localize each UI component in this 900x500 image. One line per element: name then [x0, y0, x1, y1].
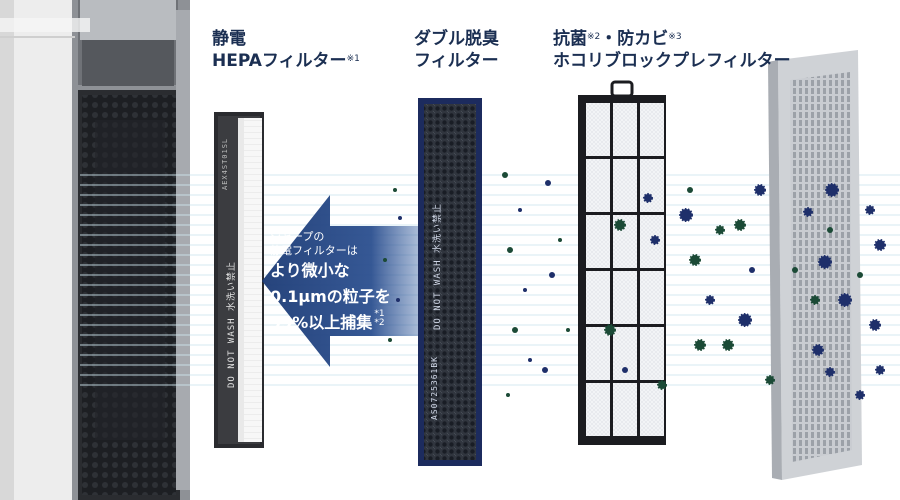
dust-particle — [566, 328, 570, 332]
dust-particle — [687, 187, 693, 193]
dust-particle — [558, 238, 562, 242]
dust-particle — [855, 390, 865, 400]
label-pre-line1a: 抗菌 — [553, 29, 587, 49]
label-pre-line2: ホコリブロックプレフィルター — [553, 51, 791, 71]
dust-particle — [549, 272, 555, 278]
label-hepa-note: ※1 — [346, 54, 360, 64]
deodorizing-filter — [418, 98, 482, 466]
prefilter-cell — [613, 271, 637, 324]
dust-particle — [523, 288, 527, 292]
label-pre-note-a: ※2 — [587, 32, 601, 42]
dust-particle — [715, 225, 725, 235]
dust-particle — [812, 344, 824, 356]
prefilter-cell — [640, 383, 664, 436]
label-pre-note-b: ※3 — [668, 32, 682, 42]
dust-particle — [398, 216, 402, 220]
hepa-code-print: AEX4ST01SL — [221, 137, 229, 190]
label-deodorizing-filter: ダブル脱臭 フィルター — [414, 28, 499, 72]
dust-particle — [694, 339, 706, 351]
arrow-callout: シャープの 静電フィルターは より微小な 0.1μmの粒子を 99%以上捕集*1… — [270, 230, 391, 336]
callout-note2: *2 — [374, 318, 385, 328]
deo-code-print: AS0725361BK — [430, 356, 439, 420]
air-purifier-body — [0, 0, 190, 500]
label-deo-line1: ダブル脱臭 — [414, 29, 499, 49]
label-pre-line1b: ・防カビ — [600, 29, 669, 49]
dust-particle — [792, 267, 798, 273]
dust-particle — [388, 338, 392, 342]
dust-particle — [869, 319, 881, 331]
callout-note1: *1 — [374, 309, 385, 319]
capture-arrow — [262, 195, 418, 367]
prefilter-cell — [613, 103, 637, 156]
prefilter-cell — [586, 327, 610, 380]
dust-particle — [622, 367, 628, 373]
callout-line3: より微小な — [270, 261, 350, 280]
prefilter-cell — [586, 215, 610, 268]
dust-particle — [705, 295, 715, 305]
dust-particle — [689, 254, 701, 266]
dust-particle — [393, 188, 397, 192]
label-hepa-filter: 静電 HEPAフィルター※1 — [212, 28, 360, 72]
dust-particle — [838, 293, 852, 307]
label-deo-line2: フィルター — [414, 51, 499, 71]
dust-particle — [657, 380, 667, 390]
prefilter-cell — [613, 159, 637, 212]
callout-line5: 99%以上捕集 — [270, 313, 373, 332]
dust-particle — [512, 327, 518, 333]
prefilter-cell — [586, 103, 610, 156]
dust-particle — [518, 208, 522, 212]
dust-particle — [604, 324, 616, 336]
dust-particle — [825, 183, 839, 197]
prefilter-cell — [613, 383, 637, 436]
hepa-side-print: DO NOT WASH 水洗い禁止 — [227, 260, 237, 388]
dust-particle — [650, 235, 660, 245]
dust-particle — [396, 298, 400, 302]
dust-particle — [507, 247, 513, 253]
prefilter-cell — [640, 103, 664, 156]
dust-particle — [502, 172, 508, 178]
callout-line2: 静電フィルターは — [270, 244, 358, 257]
prefilter-cell — [640, 327, 664, 380]
dust-particle — [810, 295, 820, 305]
prefilter-cell — [586, 271, 610, 324]
deo-side-print: DO NOT WASH 水洗い禁止 — [433, 202, 443, 330]
prefilter — [578, 80, 666, 445]
dust-particle — [874, 239, 886, 251]
prefilter-cell — [586, 383, 610, 436]
dust-particle — [528, 358, 532, 362]
prefilter-cell — [640, 271, 664, 324]
dust-particle — [865, 205, 875, 215]
dust-particle — [827, 227, 833, 233]
callout-line1: シャープの — [270, 230, 325, 243]
dust-particle — [825, 367, 835, 377]
dust-particle — [803, 207, 813, 217]
dust-particle — [506, 393, 510, 397]
hepa-filter — [214, 112, 264, 448]
dust-particles — [383, 172, 886, 400]
dust-particle — [542, 367, 548, 373]
label-hepa-line2: HEPAフィルター — [212, 51, 347, 71]
label-prefilter: 抗菌※2・防カビ※3 ホコリブロックプレフィルター — [553, 28, 791, 72]
dust-particle — [614, 219, 626, 231]
dust-particle — [679, 208, 693, 222]
prefilter-cell — [640, 159, 664, 212]
dust-particle — [734, 219, 746, 231]
callout-line4: 0.1μmの粒子を — [270, 287, 391, 306]
front-panel — [768, 50, 862, 480]
dust-particle — [722, 339, 734, 351]
dust-particle — [875, 365, 885, 375]
dust-particle — [383, 258, 387, 262]
dust-particle — [818, 255, 832, 269]
dust-particle — [749, 267, 755, 273]
dust-particle — [738, 313, 752, 327]
prefilter-cell — [586, 159, 610, 212]
dust-particle — [754, 184, 766, 196]
dust-particle — [857, 272, 863, 278]
dust-particle — [643, 193, 653, 203]
dust-particle — [545, 180, 551, 186]
dust-particle — [765, 375, 775, 385]
label-hepa-line1: 静電 — [212, 29, 246, 49]
